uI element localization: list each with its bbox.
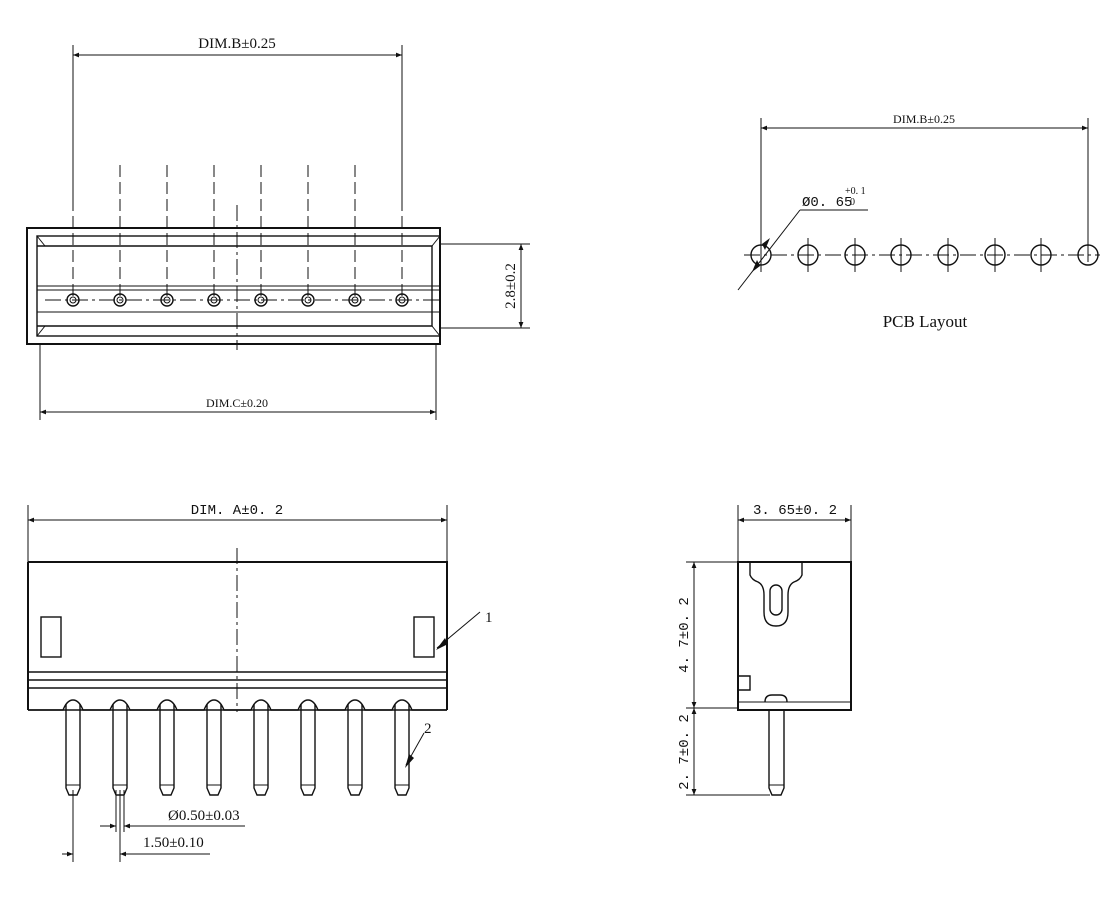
side-contact-slot [749,562,803,627]
hole-dia-leader [737,209,801,291]
front-view: DIM. A±0. 2 1 2 [27,503,493,862]
dim-c-label: DIM.C±0.20 [206,396,268,410]
top-pins [66,293,409,307]
callout-1: 1 [485,610,493,626]
side-pin [768,710,785,796]
front-body-outline [28,561,448,710]
dim-b-label: DIM.B±0.25 [198,36,275,52]
callout-2: 2 [424,721,432,737]
height-dim-label: 2.8±0.2 [503,263,519,309]
side-width-label: 3. 65±0. 2 [753,503,837,519]
pcb-layout-title: PCB Layout [883,312,968,331]
top-view: DIM.B±0.25 [26,36,530,420]
side-body-outline [737,561,852,711]
pcb-layout: DIM.B±0.25 Ø0. 65 +0. 1 0 PCB [737,112,1100,331]
latch-window-left [40,616,62,658]
front-pins [65,704,410,796]
hole-tol-plus: +0. 1 [845,186,866,197]
pcb-holes [750,238,1099,272]
hole-dia-label: Ø0. 65 [802,195,852,211]
hole-tol-minus: 0 [850,197,855,208]
body-height-label: 4. 7±0. 2 [677,597,693,673]
pitch-label: 1.50±0.10 [143,835,204,851]
pin-centerlines [72,165,403,300]
pcb-dim-b-label: DIM.B±0.25 [893,112,955,126]
side-latch [738,675,751,691]
pin-length-label: 2. 7±0. 2 [677,714,693,790]
front-standoffs [28,699,447,711]
dim-a-label: DIM. A±0. 2 [191,503,283,519]
pin-dia-label: Ø0.50±0.03 [168,808,240,824]
latch-window-right [413,616,435,658]
side-contact [769,584,783,616]
side-view: 3. 65±0. 2 4. 7±0. 2 2. 7±0. 2 [677,503,852,796]
